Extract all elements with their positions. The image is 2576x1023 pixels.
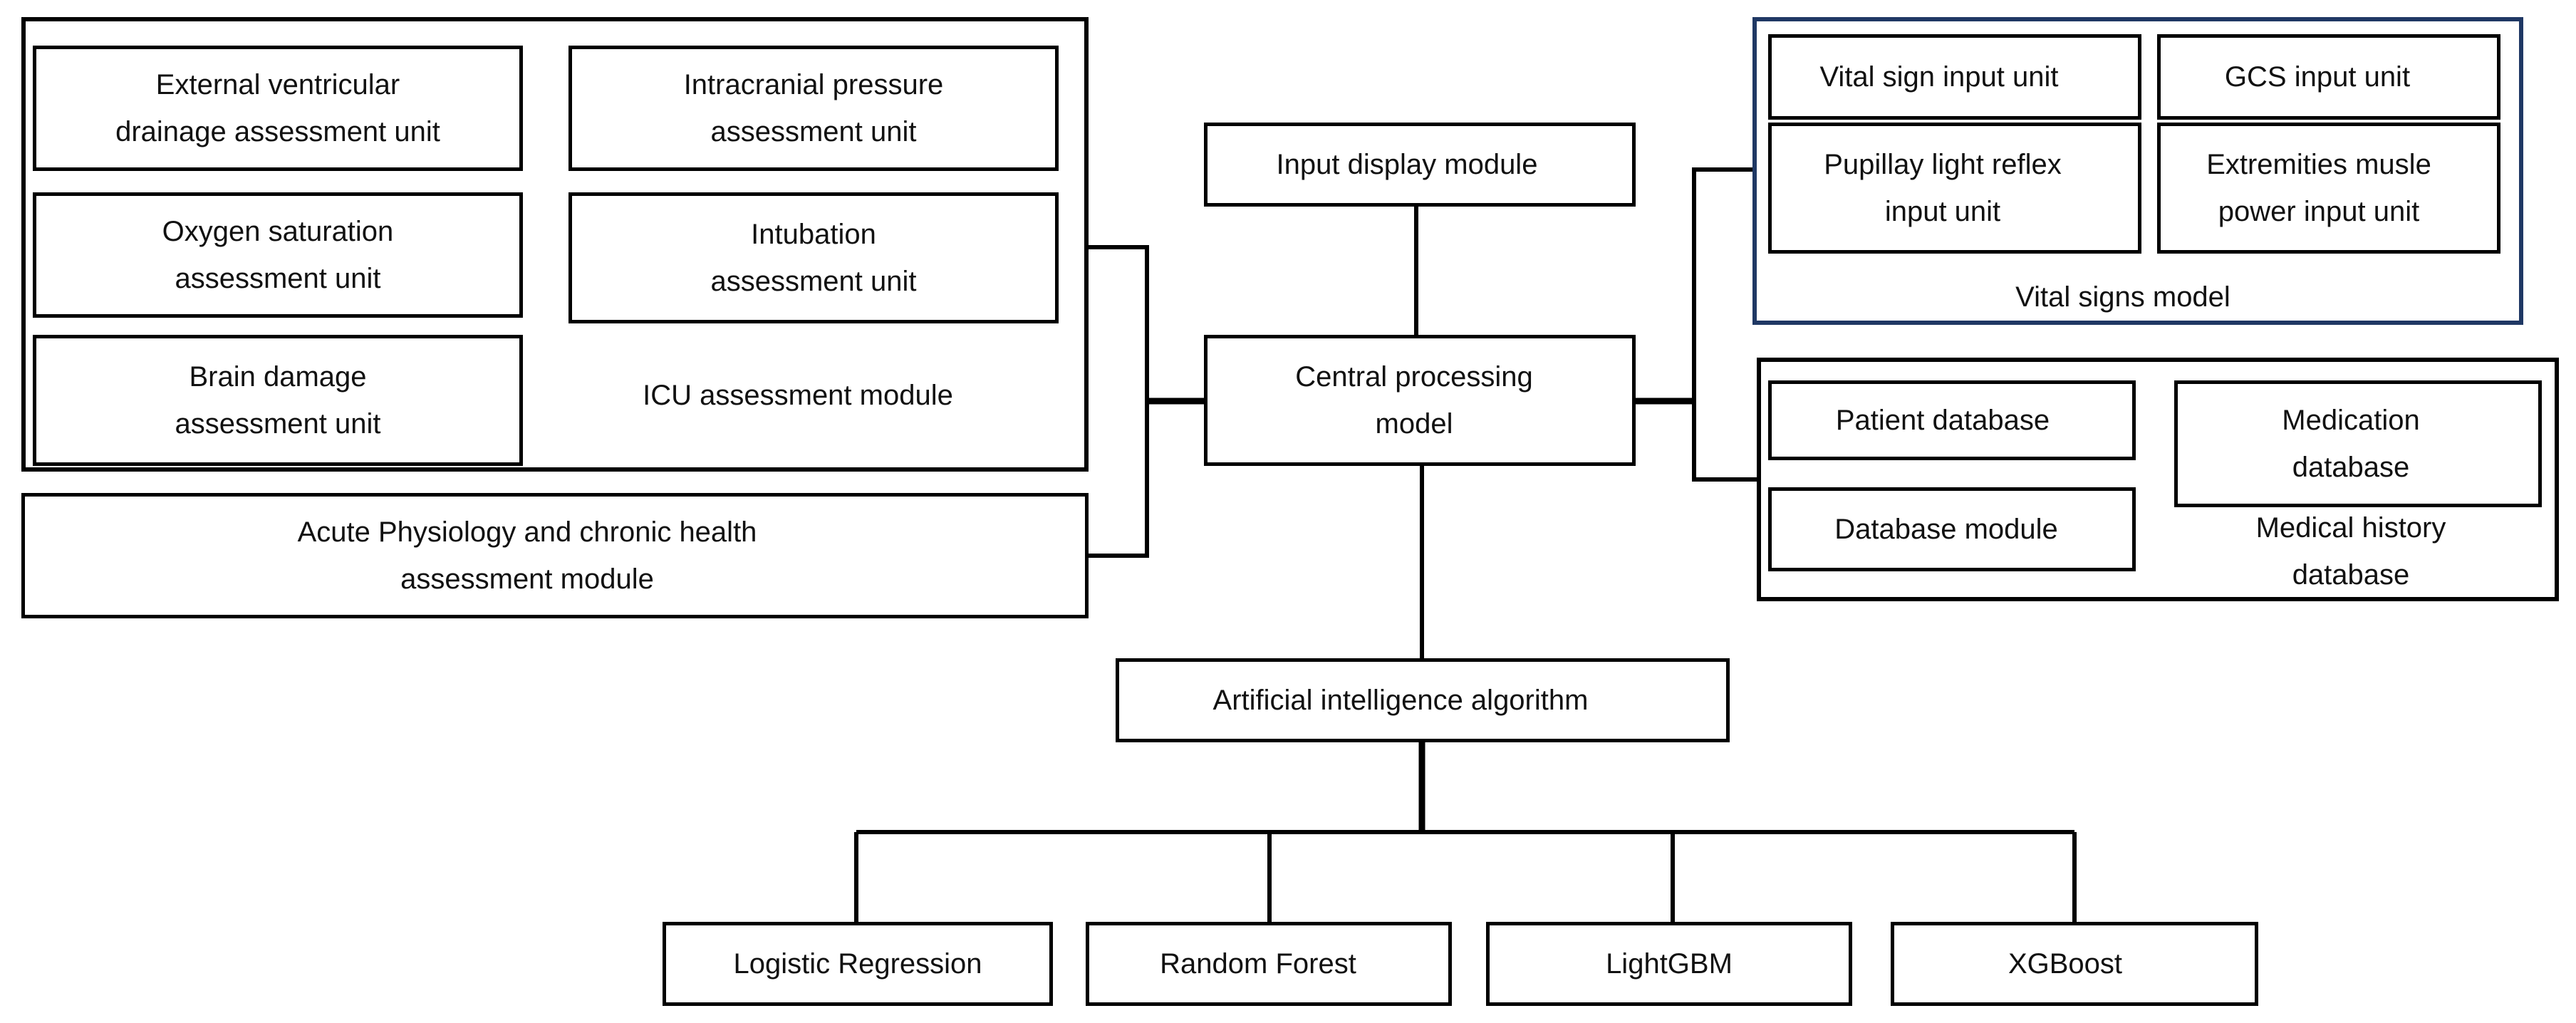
oxygen-assessment-unit-label: Oxygen saturation assessment unit xyxy=(162,216,394,294)
algorithm-logistic-regression-label: Logistic Regression xyxy=(733,948,982,980)
ai-algorithm xyxy=(1116,658,1730,742)
brain-damage-assessment-unit-label: Brain damage assessment unit xyxy=(175,361,381,440)
icp-assessment-unit xyxy=(568,46,1059,171)
icp-assessment-unit-label: Intracranial pressure assessment unit xyxy=(683,69,944,147)
intubation-assessment-unit-label: Intubation assessment unit xyxy=(710,219,917,297)
extremities-muscle-power-input-unit xyxy=(2157,123,2500,254)
gcs-input-unit xyxy=(2157,34,2500,120)
icu-assessment-module xyxy=(21,17,1089,472)
algorithm-xgboost xyxy=(1891,922,2258,1006)
right-branch-connector xyxy=(1692,167,1758,482)
vital-sign-input-unit-label: Vital sign input unit xyxy=(1819,61,2059,93)
medical-history-database-label: Medical history database xyxy=(2255,512,2446,591)
algorithm-xgboost-label: XGBoost xyxy=(2008,948,2123,980)
algorithm-random-forest-label: Random Forest xyxy=(1160,948,1356,980)
apache-assessment-module xyxy=(21,493,1089,618)
medication-database-label: Medication database xyxy=(2282,405,2420,483)
algorithm-lightgbm xyxy=(1486,922,1852,1006)
pupil-light-reflex-input-unit xyxy=(1768,123,2141,254)
input-display-module xyxy=(1204,123,1636,207)
brain-damage-assessment-unit xyxy=(33,335,523,466)
algorithm-lightgbm-label: LightGBM xyxy=(1606,948,1733,980)
icu-assessment-module-label: ICU assessment module xyxy=(643,380,953,411)
patient-database xyxy=(1768,380,2136,460)
algorithm-random-forest xyxy=(1086,922,1452,1006)
intubation-assessment-unit xyxy=(568,192,1059,323)
vital-signs-model-label: Vital signs model xyxy=(2015,281,2230,313)
gcs-input-unit-label: GCS input unit xyxy=(2224,61,2411,93)
apache-assessment-module-label: Acute Physiology and chronic health asse… xyxy=(297,516,757,595)
input-display-module-label: Input display module xyxy=(1276,149,1538,180)
patient-database-label: Patient database xyxy=(1835,405,2050,436)
evd-assessment-unit xyxy=(33,46,523,171)
ai-algorithm-label: Artificial intelligence algorithm xyxy=(1212,685,1589,716)
extremities-muscle-power-input-unit-label: Extremities musle power input unit xyxy=(2206,149,2431,227)
icu-connector xyxy=(1086,245,1149,558)
algorithm-logistic-regression xyxy=(663,922,1053,1006)
central-processing-model xyxy=(1204,335,1636,466)
pupil-light-reflex-input-unit-label: Pupillay light reflex input unit xyxy=(1824,149,2062,227)
database-module-box xyxy=(1768,487,2136,571)
medication-database xyxy=(2174,380,2542,507)
vital-signs-model xyxy=(1752,17,2523,325)
database-module-label: Database module xyxy=(1834,514,2058,545)
database-module xyxy=(1757,358,2559,601)
vital-sign-input-unit xyxy=(1768,34,2141,120)
evd-assessment-unit-label: External ventricular drainage assessment… xyxy=(115,69,440,147)
oxygen-assessment-unit xyxy=(33,192,523,318)
central-processing-model-label: Central processing model xyxy=(1295,361,1533,440)
